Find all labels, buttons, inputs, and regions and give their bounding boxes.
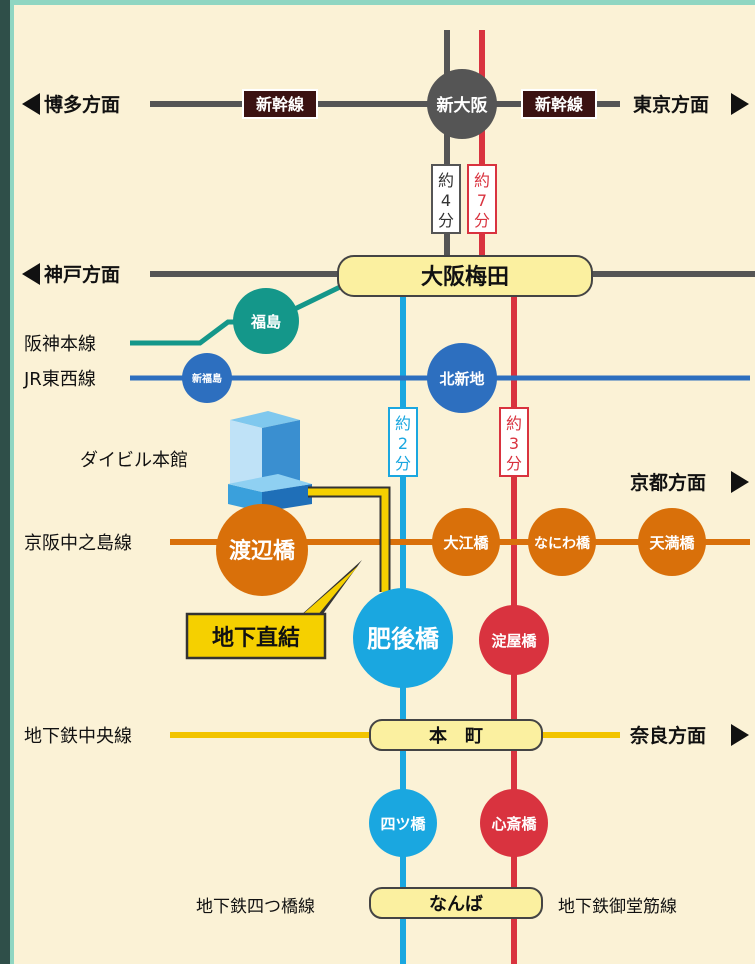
svg-text:京都方面: 京都方面	[630, 471, 706, 494]
line-label-keihan: 京阪中之島線	[24, 533, 132, 554]
arrow-left-icon	[22, 263, 40, 285]
station-namba[interactable]: なんば	[369, 887, 543, 919]
svg-text:なにわ橋: なにわ橋	[534, 535, 591, 552]
svg-text:大江橋: 大江橋	[443, 534, 489, 552]
station-osaka-umeda[interactable]: 大阪梅田	[337, 255, 593, 297]
direct-connection-callout: 地下直結	[185, 560, 362, 660]
svg-text:新福島: 新福島	[192, 372, 222, 385]
svg-text:3: 3	[509, 434, 519, 453]
arrow-right-icon	[731, 724, 749, 746]
shinkansen-label-left: 新幹線	[242, 89, 318, 119]
svg-text:本 町: 本 町	[429, 725, 483, 747]
time-box-umeda-yodoyabashi: 約 3 分	[499, 407, 529, 477]
svg-text:2: 2	[398, 434, 408, 453]
line-label-hanshin: 阪神本線	[24, 334, 96, 355]
svg-text:博多方面: 博多方面	[44, 93, 120, 116]
svg-text:約: 約	[506, 414, 522, 433]
station-honmachi[interactable]: 本 町	[369, 719, 543, 751]
time-box-shinosaka-umeda-4: 約 4 分	[431, 164, 461, 234]
station-yotsubashi[interactable]: 四ツ橋	[369, 789, 437, 857]
svg-text:なんば: なんば	[429, 894, 483, 915]
svg-text:肥後橋: 肥後橋	[367, 625, 440, 653]
svg-text:淀屋橋: 淀屋橋	[491, 632, 537, 650]
time-box-umeda-higobashi: 約 2 分	[388, 407, 418, 477]
station-naniwabashi[interactable]: なにわ橋	[528, 508, 596, 576]
svg-text:約: 約	[438, 171, 454, 190]
arrow-right-icon	[731, 93, 749, 115]
svg-text:7: 7	[477, 191, 487, 210]
svg-text:約: 約	[395, 414, 411, 433]
svg-text:約: 約	[474, 171, 490, 190]
station-shin-fukushima[interactable]: 新福島	[182, 353, 232, 403]
svg-text:神戸方面: 神戸方面	[44, 263, 120, 286]
direction-nara: 奈良方面	[629, 724, 749, 747]
direction-tokyo: 東京方面	[633, 93, 749, 116]
svg-text:北新地: 北新地	[439, 370, 484, 388]
time-box-shinosaka-umeda-7: 約 7 分	[467, 164, 497, 234]
direction-hakata: 博多方面	[22, 93, 120, 116]
direction-kobe: 神戸方面	[22, 263, 120, 286]
line-label-jr-tozai: JR東西線	[23, 369, 96, 390]
station-shinsaibashi[interactable]: 心斎橋	[480, 789, 548, 857]
svg-text:分: 分	[438, 211, 454, 230]
svg-text:東京方面: 東京方面	[633, 93, 709, 116]
svg-text:福島: 福島	[250, 313, 281, 331]
svg-text:奈良方面: 奈良方面	[629, 724, 706, 747]
station-shin-osaka[interactable]: 新大阪	[427, 69, 497, 139]
svg-text:四ツ橋: 四ツ橋	[380, 815, 426, 833]
building-icon	[228, 411, 312, 512]
svg-text:天満橋: 天満橋	[649, 534, 695, 552]
svg-text:大阪梅田: 大阪梅田	[421, 264, 509, 290]
svg-text:新幹線: 新幹線	[535, 95, 583, 114]
frame-edge	[0, 0, 10, 964]
shinkansen-label-right: 新幹線	[521, 89, 597, 119]
svg-text:分: 分	[395, 454, 411, 473]
station-fukushima[interactable]: 福島	[233, 288, 299, 354]
station-tenmabashi[interactable]: 天満橋	[638, 508, 706, 576]
svg-text:新大阪: 新大阪	[437, 95, 488, 116]
arrow-left-icon	[22, 93, 40, 115]
svg-text:心斎橋: 心斎橋	[491, 815, 537, 833]
line-label-midosuji: 地下鉄御堂筋線	[558, 897, 677, 917]
direction-kyoto: 京都方面	[630, 471, 749, 494]
svg-text:地下直結: 地下直結	[212, 625, 300, 651]
station-higobashi[interactable]: 肥後橋	[353, 588, 453, 688]
svg-text:4: 4	[441, 191, 451, 210]
line-label-yotsubashi: 地下鉄四つ橋線	[196, 897, 315, 917]
svg-text:分: 分	[506, 454, 522, 473]
connection-path	[308, 488, 389, 592]
building-label: ダイビル本館	[80, 450, 188, 471]
svg-text:新幹線: 新幹線	[256, 95, 304, 114]
arrow-right-icon	[731, 471, 749, 493]
line-label-chuo: 地下鉄中央線	[24, 726, 132, 747]
station-yodoyabashi[interactable]: 淀屋橋	[479, 605, 549, 675]
station-kitashinchi[interactable]: 北新地	[427, 343, 497, 413]
svg-text:分: 分	[474, 211, 490, 230]
station-watanabebashi[interactable]: 渡辺橋	[216, 504, 308, 596]
svg-text:渡辺橋: 渡辺橋	[229, 538, 296, 564]
station-oebashi[interactable]: 大江橋	[432, 508, 500, 576]
